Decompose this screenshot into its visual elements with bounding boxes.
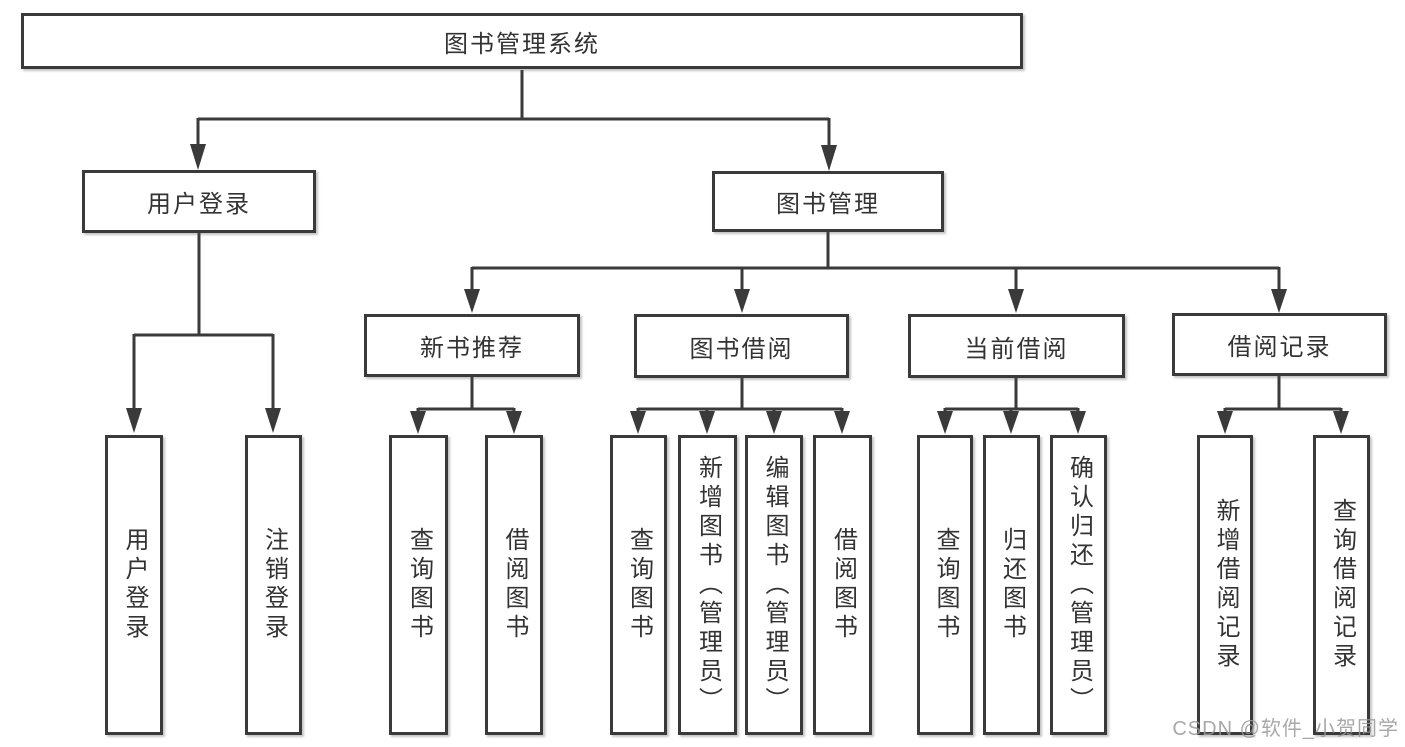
node-book-borrow-label: 图书借阅 — [689, 335, 794, 363]
node-user-login: 用户登录 — [82, 170, 316, 233]
leaf-query-book-3: 查询图书 — [917, 435, 973, 735]
leaf-return-book: 归还图书 — [983, 435, 1040, 735]
arrowheads-root-to-level2 — [190, 144, 837, 171]
node-borrow-record-label: 借阅记录 — [1227, 334, 1332, 361]
leaf-add-borrow-record: 新增借阅记录 — [1197, 435, 1253, 735]
leaf-query-book-1: 查询图书 — [389, 435, 448, 735]
node-book-borrow: 图书借阅 — [634, 314, 849, 378]
arrowheads-current-borrow — [937, 411, 1086, 434]
leaf-add-borrow-record-label: 新增借阅记录 — [1212, 498, 1239, 672]
leaf-add-book-admin: 新增图书（管理员） — [678, 435, 737, 735]
leaf-query-book-3-label: 查询图书 — [932, 527, 959, 643]
arrowheads-book-borrow — [630, 411, 850, 434]
leaf-borrow-book-2-label: 借阅图书 — [829, 527, 857, 643]
leaf-borrow-book-1-label: 借阅图书 — [501, 527, 528, 643]
connector-book-management — [470, 232, 1281, 291]
node-user-login-label: 用户登录 — [147, 191, 251, 218]
leaf-edit-book-admin: 编辑图书（管理员） — [745, 435, 803, 735]
connector-current-borrow — [943, 378, 1080, 414]
arrowheads-user-login — [126, 408, 281, 433]
leaf-borrow-book-2: 借阅图书 — [813, 435, 872, 735]
leaf-logout: 注销登录 — [245, 435, 302, 735]
leaf-query-book-2-label: 查询图书 — [625, 527, 653, 643]
node-current-borrow-label: 当前借阅 — [964, 335, 1069, 363]
node-book-management: 图书管理 — [712, 171, 944, 232]
node-borrow-record: 借阅记录 — [1172, 313, 1387, 376]
connector-user-login — [132, 233, 275, 411]
connector-root-to-level2 — [196, 70, 831, 148]
leaf-user-login: 用户登录 — [105, 435, 163, 735]
leaf-edit-book-admin-label: 编辑图书（管理员） — [761, 454, 788, 716]
leaf-user-login-label: 用户登录 — [121, 527, 148, 643]
node-current-borrow: 当前借阅 — [908, 314, 1125, 378]
arrowheads-new-book — [410, 411, 522, 434]
leaf-confirm-return-admin-label: 确认归还（管理员） — [1065, 454, 1093, 716]
leaf-logout-label: 注销登录 — [260, 527, 288, 643]
csdn-watermark: CSDN @软件_小贺同学 — [1172, 718, 1399, 740]
node-book-management-label: 图书管理 — [776, 191, 880, 218]
node-new-book-recommend: 新书推荐 — [364, 314, 580, 377]
leaf-confirm-return-admin: 确认归还（管理员） — [1050, 435, 1107, 735]
leaf-add-book-admin-label: 新增图书（管理员） — [694, 454, 722, 716]
connector-borrow-record — [1223, 376, 1343, 414]
connector-book-borrow — [636, 378, 844, 414]
node-new-book-recommend-label: 新书推荐 — [420, 335, 524, 362]
arrowheads-book-management — [464, 289, 1287, 313]
node-root: 图书管理系统 — [21, 13, 1023, 69]
leaf-borrow-book-1: 借阅图书 — [485, 435, 543, 735]
leaf-query-book-1-label: 查询图书 — [405, 527, 433, 643]
leaf-query-borrow-record: 查询借阅记录 — [1313, 435, 1370, 735]
connector-new-book — [416, 377, 516, 414]
leaf-query-borrow-record-label: 查询借阅记录 — [1328, 498, 1356, 672]
leaf-return-book-label: 归还图书 — [998, 527, 1026, 643]
leaf-query-book-2: 查询图书 — [610, 435, 667, 735]
node-root-label: 图书管理系统 — [444, 30, 600, 58]
arrowheads-borrow-record — [1217, 411, 1349, 434]
